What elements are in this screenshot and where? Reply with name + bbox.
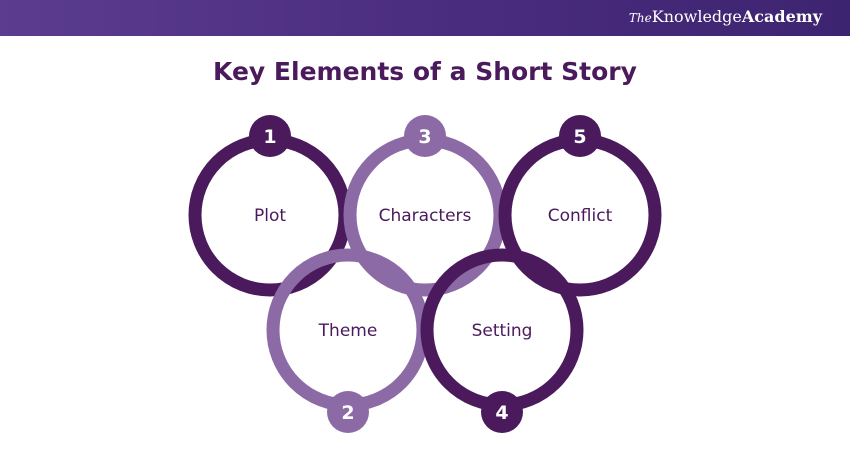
badge-theme [327, 391, 369, 433]
badge-number-theme: 2 [341, 402, 354, 424]
badge-plot [249, 115, 291, 157]
brand-bold: Academy [741, 7, 822, 26]
badge-number-setting: 4 [495, 402, 508, 424]
label-setting: Setting [472, 321, 533, 341]
label-conflict: Conflict [548, 206, 613, 226]
header-bar: TheKnowledgeAcademy [0, 0, 850, 36]
label-theme: Theme [318, 321, 378, 341]
label-characters: Characters [379, 206, 472, 226]
badge-characters [404, 115, 446, 157]
element-setting: 4 Setting [420, 248, 584, 433]
label-plot: Plot [254, 206, 286, 226]
page-title: Key Elements of a Short Story [213, 57, 637, 86]
brand-logo: TheKnowledgeAcademy [629, 7, 822, 26]
brand-prefix: The [628, 11, 652, 25]
badge-number-characters: 3 [418, 126, 431, 148]
brand-middle: Knowledge [651, 7, 742, 26]
badge-number-conflict: 5 [573, 126, 586, 148]
badge-number-plot: 1 [263, 126, 276, 148]
badge-conflict [559, 115, 601, 157]
badge-setting [481, 391, 523, 433]
